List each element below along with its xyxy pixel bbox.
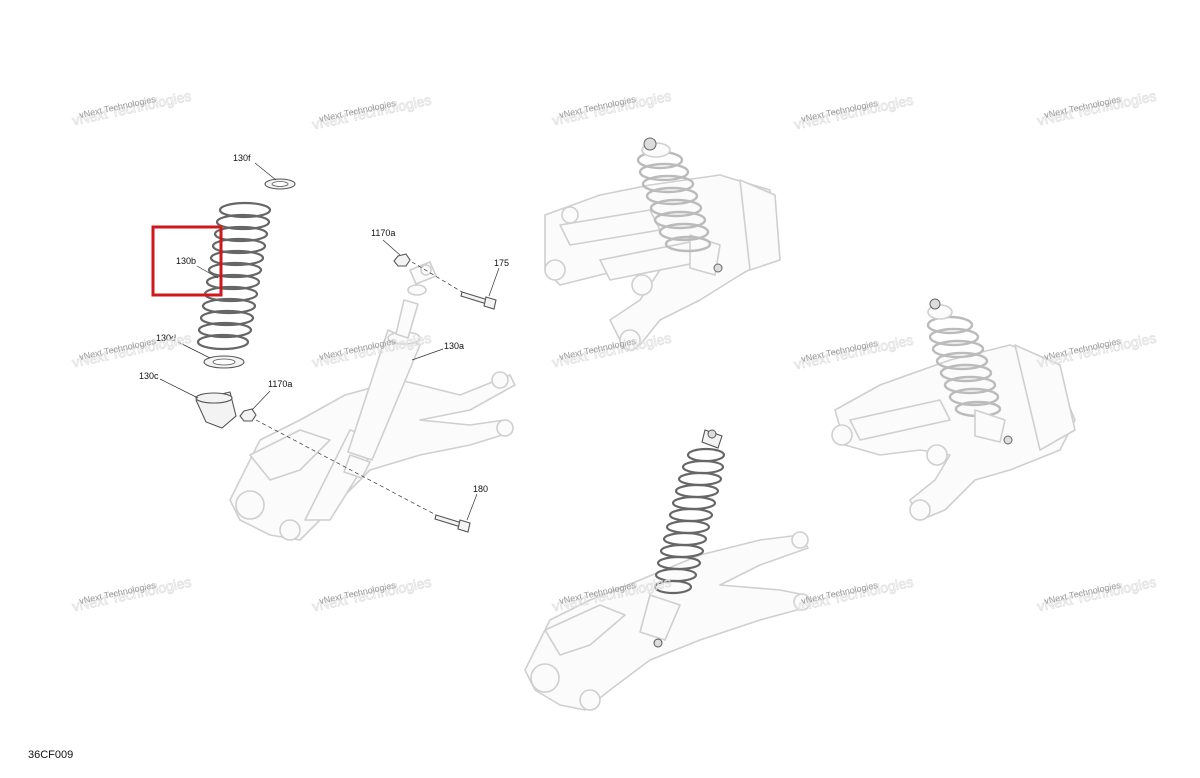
bolt-175 — [460, 291, 497, 310]
nut-1170a-top — [393, 253, 411, 267]
callout-1170a-bottom: 1170a — [268, 379, 292, 389]
assembly-view-bottom-middle — [524, 429, 811, 711]
callout-130d: 130d — [156, 333, 176, 343]
callout-1170a-top: 1170a — [371, 228, 395, 238]
leader-180 — [466, 493, 478, 521]
coil-stack-right — [926, 315, 1002, 418]
spring-retainer-130f — [264, 178, 296, 190]
shock-absorber-130a — [343, 261, 437, 479]
coil-spring-130b — [196, 201, 272, 351]
callout-130f: 130f — [233, 153, 251, 163]
nut-1170a-bottom — [239, 408, 257, 422]
assembly-axis-top — [411, 261, 463, 293]
callout-130b: 130b — [176, 256, 196, 266]
adjuster-collar-130c — [195, 391, 237, 429]
leader-130c — [159, 378, 199, 399]
leader-1170a-bottom — [251, 390, 271, 411]
spring-seat-130d — [203, 355, 245, 369]
assembly-axis-bottom — [255, 419, 437, 516]
callout-175: 175 — [494, 258, 509, 268]
leader-1170a-top — [382, 239, 401, 256]
leader-130a — [411, 348, 444, 361]
callout-130c: 130c — [139, 371, 159, 381]
leader-175 — [488, 267, 500, 297]
leader-130f — [254, 162, 277, 181]
watermark-row-1: vNext Technologies vNext Technologies vN… — [70, 87, 1158, 133]
assembly-view-top-middle — [544, 137, 781, 351]
coil-stack-top-middle — [636, 150, 712, 253]
bolt-180 — [434, 514, 471, 533]
callout-180: 180 — [473, 484, 488, 494]
highlight-box-130b — [151, 225, 223, 297]
leader-130d — [177, 341, 211, 359]
assembly-view-right — [831, 298, 1076, 521]
callout-130a: 130a — [444, 341, 464, 351]
diagram-code-label: 36CF009 — [28, 749, 74, 761]
coil-stack-bottom-middle — [653, 447, 726, 595]
leader-130b — [196, 265, 219, 279]
